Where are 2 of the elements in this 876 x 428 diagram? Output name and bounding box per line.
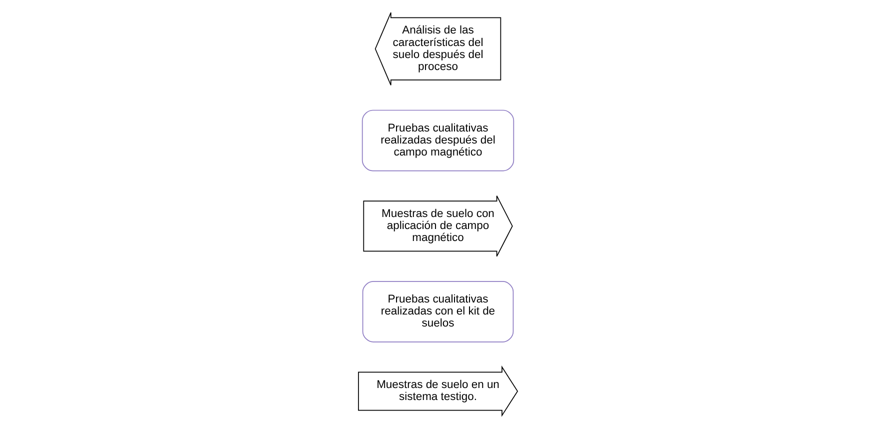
node-box: Pruebas cualitativas realizadas con el kit de suelos xyxy=(362,281,514,342)
node-box: Pruebas cualitativas realizadas después del campo magnético xyxy=(362,110,514,172)
